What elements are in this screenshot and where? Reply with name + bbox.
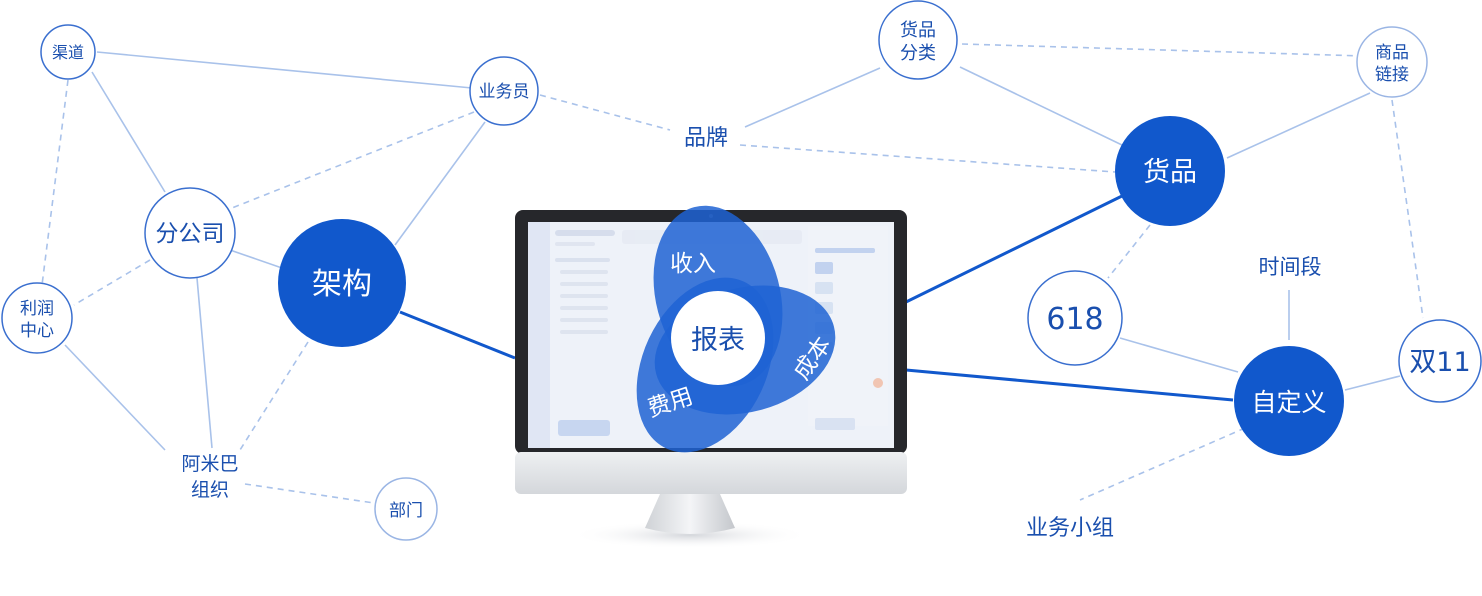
dash-pinpai-huopin [739, 144, 1116, 173]
svg-text:货品: 货品 [900, 20, 936, 41]
node-fengongsi: 分公司 [144, 187, 236, 279]
dash-fengongsi-lirun [73, 259, 151, 306]
svg-text:品牌: 品牌 [684, 126, 728, 151]
svg-text:双11: 双11 [1409, 347, 1470, 378]
dash-amiba-bumen [244, 483, 375, 504]
line-yewuyuan-jiagou [394, 121, 486, 246]
monitor-stand [645, 494, 735, 534]
node-huopin: 货品 [1115, 116, 1225, 226]
svg-text:链接: 链接 [1375, 65, 1409, 85]
report-flower: 报表 收入 成本 费用 [636, 205, 837, 453]
svg-text:利润: 利润 [20, 299, 54, 319]
line-qudao-fengongsi [91, 71, 166, 193]
line-fengongsi-amiba [196, 277, 213, 449]
solid-light-lines [64, 51, 1401, 451]
dash-yewuyuan-fengongsi [231, 111, 475, 209]
svg-text:阿米巴: 阿米巴 [181, 453, 238, 475]
line-monitor-huopin [905, 194, 1123, 304]
dash-zidingyi-xiaozu [1079, 427, 1246, 501]
svg-text:货品: 货品 [1143, 157, 1197, 188]
node-huopin-fenlei: 货品 分类 [878, 0, 958, 80]
line-618-zidingyi [1119, 337, 1239, 373]
dash-yewuyuan-pinpai [539, 94, 671, 131]
svg-text:组织: 组织 [191, 479, 229, 501]
node-zidingyi: 自定义 [1234, 346, 1344, 456]
node-jiagou: 架构 [278, 219, 406, 347]
line-jiagou-monitor [399, 310, 516, 360]
monitor-shadow [570, 521, 810, 549]
svg-text:中心: 中心 [20, 321, 54, 341]
dash-shangpin-shuang11 [1391, 99, 1424, 319]
node-amiba: 阿米巴 组织 [181, 453, 238, 501]
node-bumen: 部门 [374, 477, 438, 541]
svg-text:部门: 部门 [389, 501, 423, 521]
node-618: 618 [1027, 270, 1123, 366]
svg-text:架构: 架构 [312, 267, 372, 302]
petal-label-shouru: 收入 [670, 251, 716, 277]
node-qudao: 渠道 [40, 24, 96, 80]
node-pinpai: 品牌 [684, 126, 728, 151]
line-fenlei-huopin [959, 66, 1123, 146]
monitor-chin [515, 452, 907, 494]
report-center-label: 报表 [691, 325, 745, 356]
svg-text:分公司: 分公司 [156, 221, 225, 247]
connections [41, 43, 1424, 504]
monitor: 报表 收入 成本 费用 [515, 205, 907, 549]
line-monitor-zidingyi [905, 368, 1234, 402]
svg-text:业务员: 业务员 [479, 82, 530, 102]
line-fengongsi-jiagou [229, 249, 283, 269]
dash-fenlei-shangpin [961, 43, 1365, 57]
svg-text:自定义: 自定义 [1251, 388, 1326, 417]
node-shuang11: 双11 [1398, 319, 1482, 403]
line-qudao-yewuyuan [96, 51, 473, 89]
dashed-lines [41, 43, 1424, 504]
line-pinpai-fenlei [744, 67, 881, 128]
solid-bold-lines [399, 194, 1234, 402]
line-shangpin-huopin [1226, 92, 1371, 159]
node-shangpin-lianjie: 商品 链接 [1356, 26, 1428, 98]
dash-qudao-lirun [41, 79, 69, 286]
node-lirun-zhongxin: 利润 中心 [1, 282, 73, 354]
svg-text:业务小组: 业务小组 [1026, 516, 1114, 541]
dash-jiagou-amiba [239, 341, 309, 451]
svg-text:渠道: 渠道 [52, 43, 84, 62]
node-shijianduan: 时间段 [1259, 255, 1322, 279]
svg-text:时间段: 时间段 [1259, 255, 1322, 279]
line-lirun-amiba [64, 344, 166, 451]
svg-text:商品: 商品 [1375, 43, 1409, 63]
svg-text:分类: 分类 [900, 43, 936, 64]
node-yewu-xiaozu: 业务小组 [1026, 516, 1114, 541]
line-zidingyi-shuang11 [1344, 375, 1401, 391]
report-center-circle [671, 291, 765, 385]
node-yewuyuan: 业务员 [469, 56, 539, 126]
svg-text:618: 618 [1046, 302, 1103, 337]
dash-huopin-618 [1107, 224, 1151, 279]
nodes: 渠道 业务员 分公司 架构 利润 中心 阿米巴 组织 部门 货品 [1, 0, 1482, 541]
